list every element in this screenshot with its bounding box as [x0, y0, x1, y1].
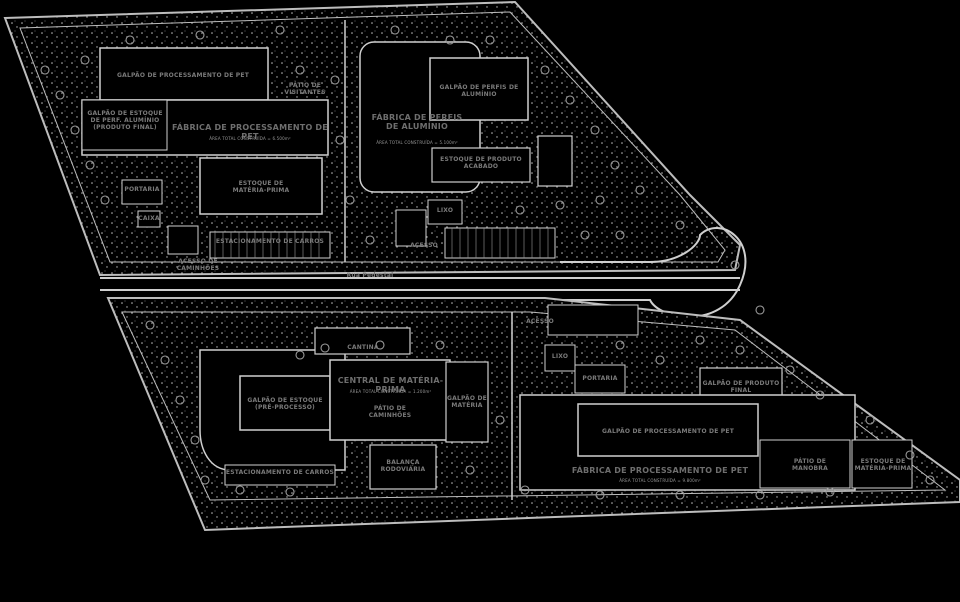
- raw-material-center: [329, 359, 451, 441]
- gate-house: [167, 225, 199, 255]
- storage-hall: [239, 375, 331, 431]
- label-south-raw-material-storage: ESTOQUE DE MATÉRIA-PRIMA: [854, 458, 912, 472]
- label-pet-yard: PÁTIO DE MANOBRA: [792, 458, 828, 472]
- label-aluminum-profile-hall: GALPÃO DE PERFIS DE ALUMÍNIO: [439, 84, 519, 98]
- label-aluminum-product-storage: ESTOQUE DE PRODUTO ACABADO: [440, 156, 522, 170]
- north-waste: [427, 199, 463, 225]
- aluminum-product-storage: [431, 147, 531, 183]
- label-car-parking-south: ESTACIONAMENTO DE CARROS: [225, 469, 335, 476]
- label-aluminum-factory: FÁBRICA DE PERFIS DE ALUMÍNIO: [371, 113, 463, 131]
- label-north-waste: LIXO: [436, 207, 454, 214]
- label-raw-material-center: CENTRAL DE MATÉRIA-PRIMA: [337, 376, 444, 394]
- label-south-reception: PORTARIA: [582, 375, 618, 382]
- weighbridge: [369, 444, 437, 490]
- label-south-pet-factory-area: ÁREA TOTAL CONSTRUÍDA = 9.800m²: [619, 478, 701, 483]
- label-pet-processing-hall: GALPÃO DE PROCESSAMENTO DE PET: [116, 72, 249, 79]
- parking-stalls-east: [451, 228, 549, 258]
- parking-stalls-north: [214, 232, 320, 258]
- label-raw-material-center-area: ÁREA TOTAL CONSTRUÍDA = 1.200m²: [349, 389, 432, 394]
- label-north-access: ACESSO: [410, 242, 438, 249]
- label-car-parking-north: ESTACIONAMENTO DE CARROS: [215, 238, 325, 245]
- tree-canopy: [40, 25, 935, 500]
- label-canteen: CANTINA: [347, 344, 379, 351]
- aluminum-profile-hall: [429, 57, 529, 121]
- label-north-reception: PORTARIA: [124, 186, 160, 193]
- label-truck-yard: PÁTIO DE CAMINHÕES: [368, 405, 412, 419]
- south-waste: [574, 364, 626, 394]
- raw-material-storage-building: [199, 157, 323, 215]
- label-raw-material-storage: ESTOQUE DE MATÉRIA-PRIMA: [232, 180, 290, 194]
- label-south-access: ACESSO: [526, 318, 554, 325]
- car-parking-north: [209, 231, 331, 259]
- label-road: Rua Pedestal: [346, 272, 394, 279]
- label-aluminum-storage-hall: GALPÃO DE ESTOQUE DE PERF. ALUMÍNIO (PRO…: [87, 110, 163, 131]
- south-site: [106, 297, 960, 532]
- north-site: [3, 0, 747, 318]
- south-pet-hall: [577, 403, 759, 457]
- main-road: [100, 277, 740, 301]
- aluminum-storage-building: [81, 99, 168, 151]
- car-parking-southeast: [547, 304, 639, 336]
- label-finished-goods-hall: GALPÃO DE PRODUTO FINAL: [702, 380, 780, 394]
- label-raw-material-hall: GALPÃO DE MATÉRIA: [447, 395, 487, 409]
- label-south-pet-hall: GALPÃO DE PROCESSAMENTO DE PET: [601, 428, 734, 435]
- aluminum-annex: [537, 135, 573, 187]
- raw-material-hall: [445, 361, 489, 443]
- label-water-tank: CAIXA: [138, 215, 160, 222]
- south-reception: [544, 344, 576, 372]
- label-truck-access: ACESSO DE CAMINHÕES: [176, 258, 220, 272]
- label-aluminum-factory-area: ÁREA TOTAL CONSTRUÍDA = 5.100m²: [376, 140, 458, 145]
- car-parking-south: [224, 464, 336, 486]
- label-south-waste: LIXO: [551, 353, 569, 360]
- water-tank: [137, 210, 161, 228]
- label-storage-hall: GALPÃO DE ESTOQUE (PRÉ-PROCESSO): [247, 397, 323, 411]
- pet-yard: [759, 439, 851, 489]
- pet-processing-hall: [99, 47, 269, 101]
- north-gate: [395, 209, 427, 247]
- label-visitor-parking: PÁTIO DE VISITANTES: [284, 82, 326, 96]
- label-pet-factory: FÁBRICA DE PROCESSAMENTO DE PET: [172, 123, 328, 141]
- label-weighbridge: BALANÇA RODOVIÁRIA: [380, 459, 426, 473]
- label-south-pet-factory: FÁBRICA DE PROCESSAMENTO DE PET: [571, 466, 749, 475]
- south-raw-material-storage: [851, 439, 913, 489]
- north-site-inner-lot: [19, 11, 726, 263]
- label-pet-factory-area: ÁREA TOTAL CONSTRUÍDA = 6.500m²: [209, 136, 291, 141]
- canteen: [314, 327, 411, 355]
- reception-building: [121, 179, 163, 205]
